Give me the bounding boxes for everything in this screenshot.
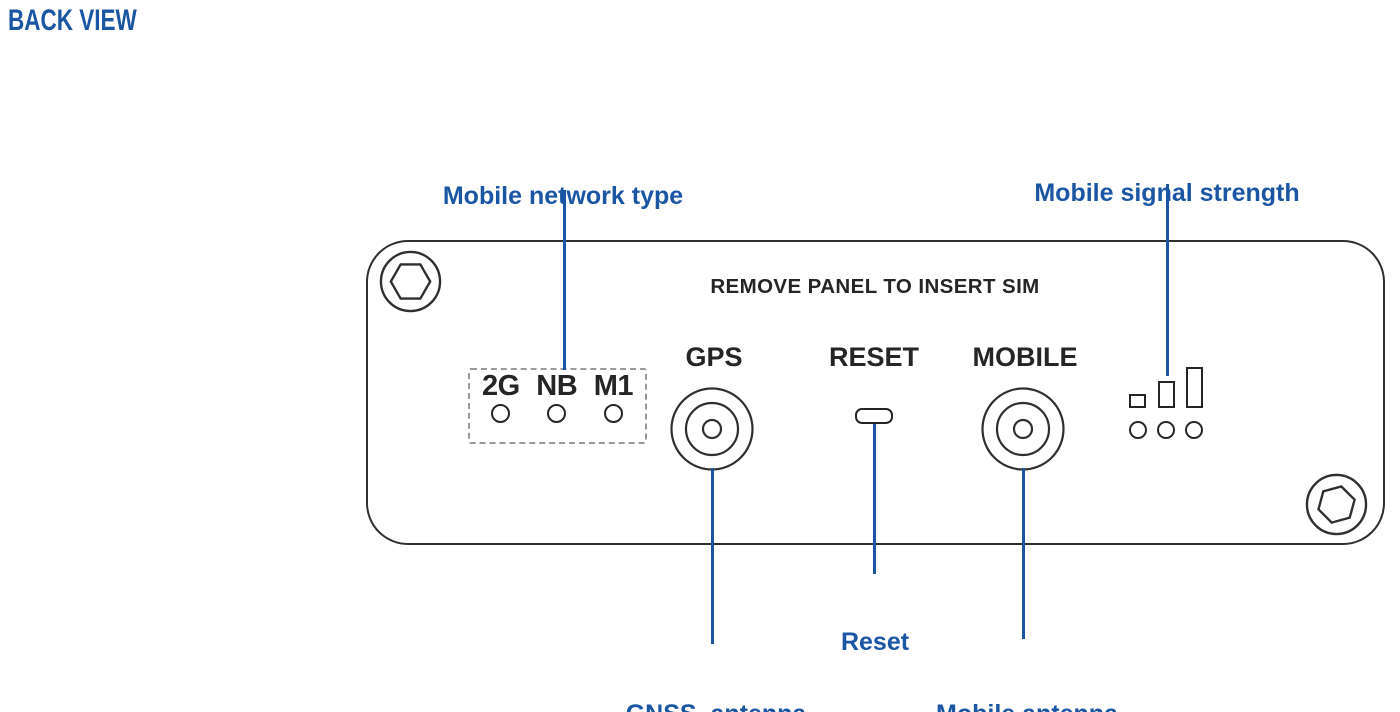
led-2g-label: 2G: [482, 370, 520, 402]
sim-notice-text: REMOVE PANEL TO INSERT SIM: [710, 275, 1040, 298]
signal-bar-small-icon: [1129, 394, 1146, 408]
led-nb-icon: [547, 404, 567, 423]
leader-line-signal-strength-leds: [1166, 184, 1169, 376]
callout-gnss-line1: GNSS antenna: [566, 700, 866, 712]
led-m1: M1: [593, 370, 634, 442]
mobile-port-label: MOBILE: [972, 342, 1078, 372]
page-title: BACK VIEW: [8, 4, 137, 37]
screw-icon: [379, 250, 442, 313]
callout-reset-line1: Reset: [840, 628, 910, 656]
signal-bar-medium-icon: [1158, 381, 1175, 408]
led-nb-label: NB: [536, 370, 578, 402]
screw-icon: [1305, 473, 1368, 536]
gnss-antenna-connector-icon: [670, 387, 754, 471]
leader-line-mobile-connector: [1022, 468, 1025, 639]
network-type-led-group: 2G NB M1: [468, 368, 647, 444]
reset-port-label: RESET: [828, 342, 920, 372]
leader-line-network-type-leds: [563, 190, 566, 370]
reset-button-icon: [855, 408, 893, 424]
signal-led-3-icon: [1185, 421, 1203, 439]
led-2g: 2G: [482, 371, 520, 442]
leader-line-gnss-connector: [711, 468, 714, 644]
callout-network-type-line1: Mobile network type: [442, 182, 684, 210]
signal-led-1-icon: [1129, 421, 1147, 439]
signal-led-2-icon: [1157, 421, 1175, 439]
callout-gnss-connector: GNSS antenna connector: [566, 644, 866, 712]
led-m1-label: M1: [593, 370, 634, 402]
mobile-antenna-connector-icon: [981, 387, 1065, 471]
callout-signal-strength-line1: Mobile signal strength: [1034, 179, 1300, 207]
callout-mobile-line1: Mobile antenna: [877, 700, 1177, 712]
led-m1-icon: [603, 404, 623, 423]
leader-line-reset-button: [873, 424, 876, 574]
led-nb: NB: [536, 370, 578, 442]
callout-reset-button: Reset button: [775, 572, 975, 712]
callout-mobile-connector: Mobile antenna connector: [877, 644, 1177, 712]
signal-bar-large-icon: [1186, 367, 1203, 408]
gps-port-label: GPS: [685, 342, 743, 372]
led-2g-icon: [491, 404, 511, 423]
